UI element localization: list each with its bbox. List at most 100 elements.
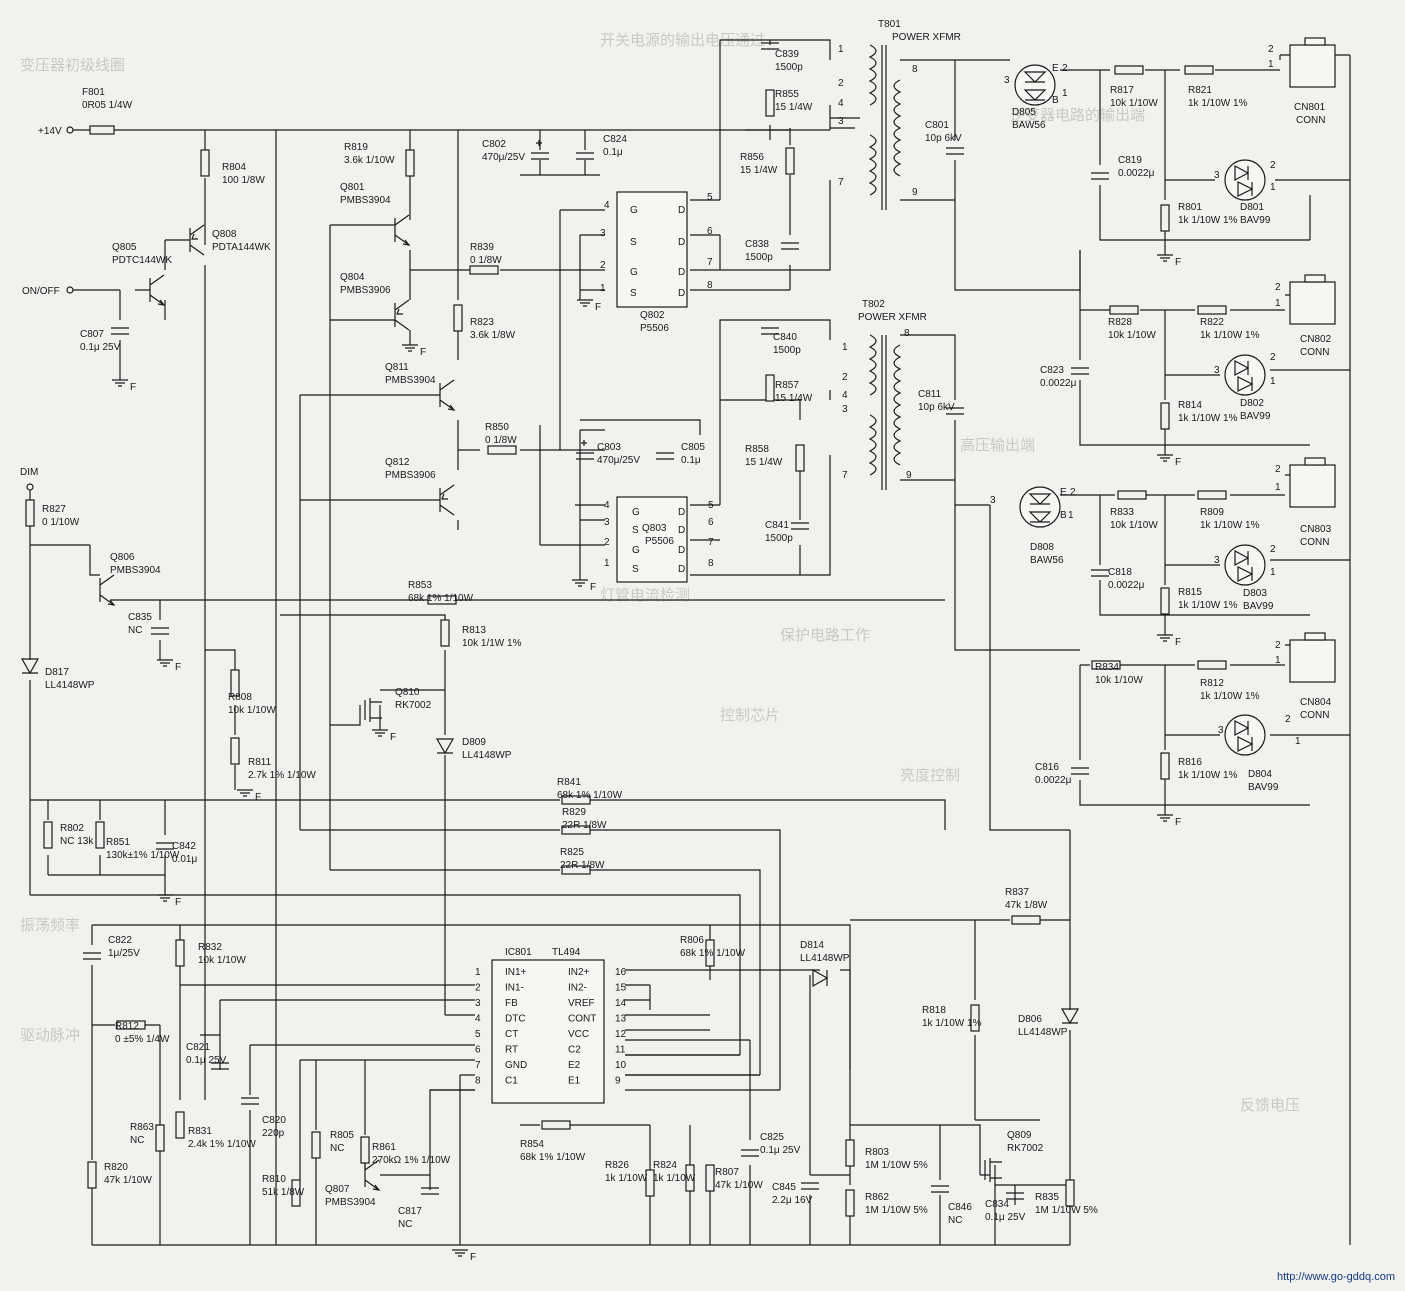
component-value: 68k 1% 1/10W xyxy=(557,790,623,801)
terminal-dim[interactable] xyxy=(26,483,34,491)
pin-num: 2 xyxy=(842,372,848,383)
net-label-14v: +14V xyxy=(38,126,62,137)
bleed-text-line: 高压输出端 xyxy=(960,437,1035,454)
component-ref: R826 xyxy=(605,1160,629,1171)
component-ref: Q811 xyxy=(385,362,409,373)
fuse-f801: F801 0R05 1/4W xyxy=(82,87,133,135)
component-value: 1k 1/10W xyxy=(605,1173,648,1184)
wire xyxy=(520,130,600,176)
pin-name: B xyxy=(1052,95,1059,106)
component-ref: R813 xyxy=(462,625,486,636)
terminal-14v[interactable] xyxy=(66,126,74,134)
pin-num: 3 xyxy=(1218,725,1224,736)
pin-num: 3 xyxy=(838,116,844,127)
pin-num: 2 xyxy=(1275,282,1281,293)
component-value: 10p 6kV xyxy=(918,402,955,413)
resistor-body xyxy=(440,619,450,647)
pin-num: 2 xyxy=(1062,63,1068,74)
pin-num: 5 xyxy=(707,192,713,203)
component-value: 10k 1/1W 1% xyxy=(462,638,522,649)
wire xyxy=(580,319,831,576)
pin-num: 5 xyxy=(708,500,714,511)
pin-num: 3 xyxy=(1214,365,1220,376)
pin-name: B xyxy=(1060,510,1067,521)
component-ref: C824 xyxy=(603,134,627,145)
pin-name: G xyxy=(632,507,640,518)
component-ref: R819 xyxy=(344,142,368,153)
component-value: 1k 1/10W 1% xyxy=(1178,215,1238,226)
component-value: 1500p xyxy=(745,252,773,263)
wire xyxy=(850,1124,990,1245)
component-value: 22R 1/8W xyxy=(562,820,607,831)
pin-num: 1 xyxy=(1062,88,1068,99)
component-ref: Q810 xyxy=(395,687,420,698)
transistor-symbol xyxy=(99,574,115,606)
ground-symbol: F xyxy=(112,379,136,393)
component-value: 1500p xyxy=(775,62,803,73)
ground-bars xyxy=(157,659,173,667)
pin-name: G xyxy=(632,545,640,556)
component-value: NC xyxy=(128,625,142,636)
resistor-body xyxy=(685,1164,695,1192)
ic-pin-name: IN1- xyxy=(505,983,524,994)
ground-label: F xyxy=(390,732,396,743)
component-ref: R862 xyxy=(865,1192,889,1203)
component-value: 270kΩ 1% 1/10W xyxy=(372,1155,451,1166)
component-ref: Q806 xyxy=(110,552,135,563)
pin-num: 8 xyxy=(904,328,910,339)
component-value: BAW56 xyxy=(1012,120,1046,131)
resistor-body xyxy=(1160,204,1170,232)
ground-bars xyxy=(237,789,253,797)
capacitor-plates xyxy=(1071,367,1089,375)
ground-symbol: F xyxy=(572,579,596,593)
resistor-body xyxy=(845,1139,855,1167)
component-value: 0.1μ 25V xyxy=(760,1145,801,1156)
component-ref: R806 xyxy=(680,935,704,946)
component-ref: C842 xyxy=(172,841,196,852)
resistor-r826: R826 1k 1/10W xyxy=(605,1160,655,1197)
transformer-ref: T802 xyxy=(862,299,885,310)
diode-d805: 3 E 2 B 1 D805 BAW56 xyxy=(1004,63,1068,131)
pin-num: 3 xyxy=(1214,170,1220,181)
component-value: NC xyxy=(130,1135,144,1146)
pin-name: S xyxy=(630,288,637,299)
component-ref: R805 xyxy=(330,1130,354,1141)
capacitor-plates xyxy=(1006,1192,1024,1200)
capacitor-plates xyxy=(656,452,674,460)
ground-bars xyxy=(1157,454,1173,462)
wiring xyxy=(29,39,1351,1246)
component-value: 22R 1/8W xyxy=(560,860,605,871)
terminal-on-off[interactable] xyxy=(66,286,74,294)
resistor-body xyxy=(405,149,415,177)
component-value: CONN xyxy=(1296,115,1325,126)
mosfet-array-q802: 4 G 3 S 2 G 1 S 5 D 6 D 7 D 8 D Q802 P55… xyxy=(600,191,713,334)
component-value: LL4148WP xyxy=(800,953,850,964)
ic-pin-number: 14 xyxy=(615,998,627,1009)
component-ref: R854 xyxy=(520,1139,544,1150)
component-value: BAV99 xyxy=(1240,215,1271,226)
pin-num: 8 xyxy=(708,558,714,569)
diode-symbol xyxy=(1234,164,1254,197)
ic-pin-number: 15 xyxy=(615,983,627,994)
resistor-body xyxy=(200,149,210,177)
resistor-body xyxy=(87,1161,97,1189)
pin-num: 2 xyxy=(1270,160,1276,171)
pin-num: 9 xyxy=(912,187,918,198)
diode-symbol xyxy=(1234,549,1254,582)
component-value: BAV99 xyxy=(1243,601,1274,612)
bleed-text-line: 逆变器电路的输出端 xyxy=(1010,107,1145,124)
resistor-body xyxy=(95,821,105,849)
wire xyxy=(92,1124,1070,1246)
